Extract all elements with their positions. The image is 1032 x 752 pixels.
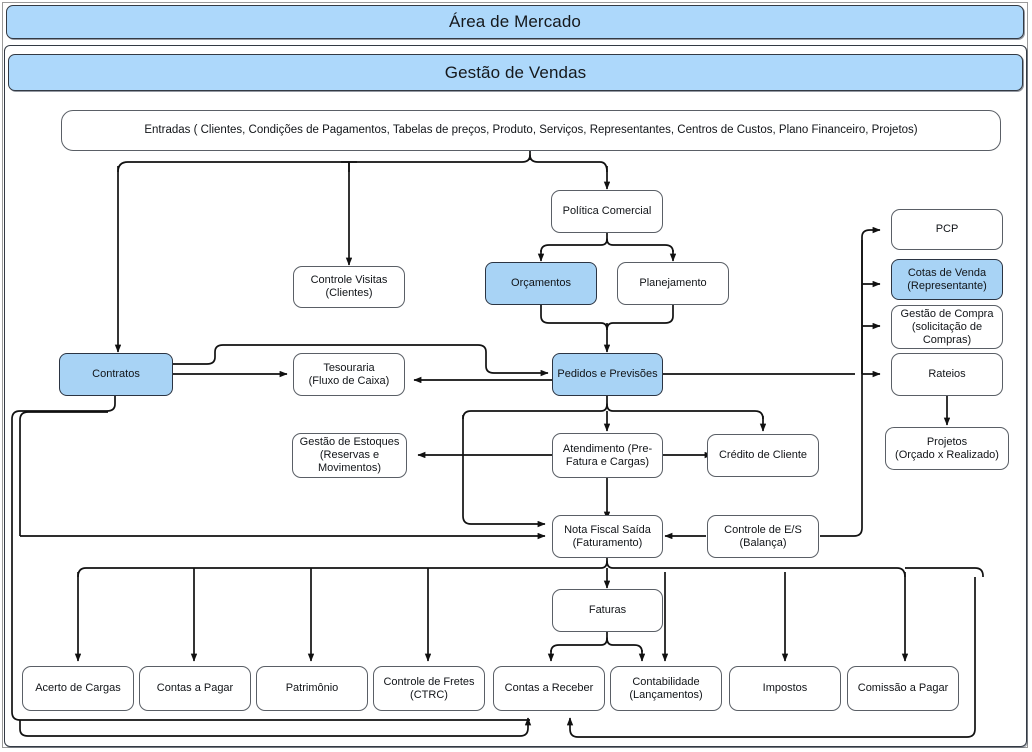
node-contas-a-pagar-label: Contas a Pagar [156,682,234,694]
node-pedidos-e-previsoes-label: Pedidos e Previsões [557,368,658,380]
node-patrimonio-label: Patrimônio [285,682,339,694]
node-comissao-a-pagar[interactable]: Comissão a Pagar [847,666,959,711]
node-faturas[interactable]: Faturas [552,589,663,632]
node-projetos[interactable]: Projetos (Orçado x Realizado) [885,427,1009,470]
node-contabilidade-label: Contabilidade (Lançamentos) [629,675,703,701]
node-comissao-a-pagar-label: Comissão a Pagar [857,682,949,694]
node-acerto-de-cargas-label: Acerto de Cargas [35,682,121,694]
node-controle-visitas[interactable]: Controle Visitas (Clientes) [293,266,405,308]
node-pcp-label: PCP [935,223,959,235]
node-atendimento-label: Atendimento (Pre- Fatura e Cargas) [562,442,653,468]
node-tesouraria[interactable]: Tesouraria (Fluxo de Caixa) [293,353,405,396]
node-contas-a-pagar[interactable]: Contas a Pagar [139,666,251,711]
title-band-label: Área de Mercado [449,12,581,31]
node-tesouraria-label: Tesouraria (Fluxo de Caixa) [308,361,390,387]
node-contas-a-receber-label: Contas a Receber [504,682,594,694]
node-impostos-label: Impostos [762,682,808,694]
node-controle-de-es[interactable]: Controle de E/S (Balança) [707,515,819,558]
node-entradas[interactable]: Entradas ( Clientes, Condições de Pagame… [61,110,1001,151]
node-controle-visitas-label: Controle Visitas (Clientes) [310,274,388,299]
node-rateios[interactable]: Rateios [891,353,1003,396]
node-acerto-de-cargas[interactable]: Acerto de Cargas [22,666,134,711]
node-gestao-de-estoques-label: Gestão de Estoques (Reservas e Movimento… [299,436,400,474]
node-impostos[interactable]: Impostos [729,666,841,711]
node-projetos-label: Projetos (Orçado x Realizado) [895,435,999,461]
node-contratos[interactable]: Contratos [59,353,173,396]
node-contas-a-receber[interactable]: Contas a Receber [493,666,605,711]
node-credito-de-cliente[interactable]: Crédito de Cliente [707,434,819,477]
node-nota-fiscal-saida[interactable]: Nota Fiscal Saída (Faturamento) [552,515,663,558]
node-patrimonio[interactable]: Patrimônio [256,666,368,711]
node-pcp[interactable]: PCP [891,209,1003,250]
node-gestao-de-compra[interactable]: Gestão de Compra (solicitação de Compras… [891,305,1003,349]
node-planejamento[interactable]: Planejamento [617,262,729,305]
node-controle-de-fretes[interactable]: Controle de Fretes (CTRC) [373,666,485,711]
node-rateios-label: Rateios [928,368,966,380]
node-cotas-de-venda-label: Cotas de Venda (Representante) [907,266,987,292]
node-controle-de-fretes-label: Controle de Fretes (CTRC) [383,675,475,701]
node-contratos-label: Contratos [92,368,140,380]
node-cotas-de-venda[interactable]: Cotas de Venda (Representante) [891,259,1003,300]
node-gestao-de-estoques[interactable]: Gestão de Estoques (Reservas e Movimento… [292,433,407,478]
node-gestao-de-compra-label: Gestão de Compra (solicitação de Compras… [900,307,994,346]
node-planejamento-label: Planejamento [639,277,707,289]
node-orcamentos-label: Orçamentos [511,277,571,289]
title-band-area-de-mercado: Área de Mercado [6,5,1024,39]
node-nota-fiscal-saida-label: Nota Fiscal Saída (Faturamento) [564,523,651,549]
node-controle-de-es-label: Controle de E/S (Balança) [724,523,802,549]
node-atendimento[interactable]: Atendimento (Pre- Fatura e Cargas) [552,433,663,478]
node-politica-comercial-label: Política Comercial [562,205,652,217]
node-pedidos-e-previsoes[interactable]: Pedidos e Previsões [552,353,663,396]
node-credito-de-cliente-label: Crédito de Cliente [718,449,808,461]
node-entradas-label: Entradas ( Clientes, Condições de Pagame… [144,124,918,136]
inner-panel [4,45,1027,747]
subtitle-band-label: Gestão de Vendas [444,62,587,82]
node-contabilidade[interactable]: Contabilidade (Lançamentos) [610,666,722,711]
node-orcamentos[interactable]: Orçamentos [485,262,597,305]
node-faturas-label: Faturas [588,604,627,616]
subtitle-band-gestao-de-vendas: Gestão de Vendas [8,54,1023,91]
node-politica-comercial[interactable]: Política Comercial [551,190,663,233]
